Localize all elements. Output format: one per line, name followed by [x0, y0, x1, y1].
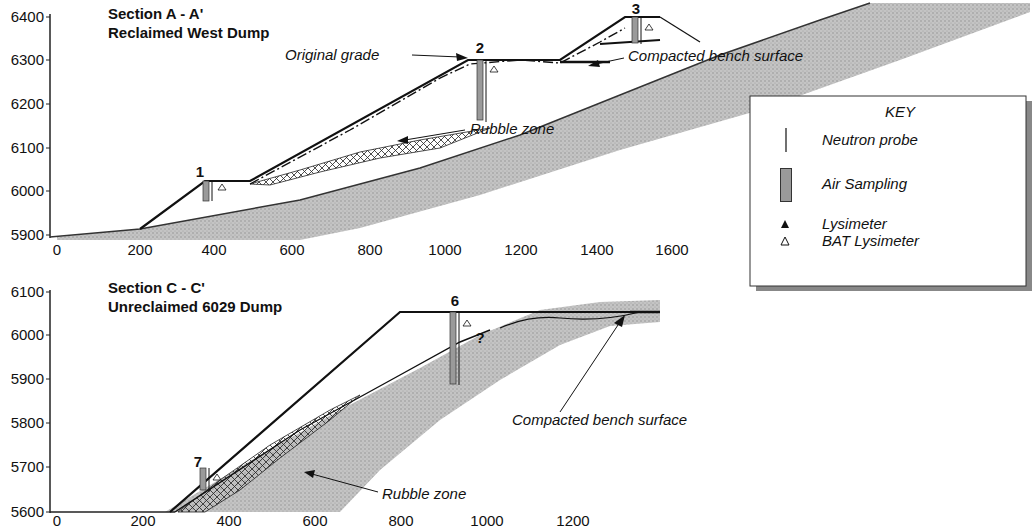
axis-value: 5900 — [11, 227, 44, 244]
bedrock — [165, 300, 660, 512]
axis-value: 600 — [279, 242, 304, 259]
axis-value: 400 — [201, 242, 226, 259]
section-title: Unreclaimed 6029 Dump — [108, 299, 282, 316]
annotation: Rubble zone — [382, 486, 466, 503]
axis-value: 1200 — [504, 242, 537, 259]
legend-text: Air Sampling — [822, 176, 907, 193]
callout-number: 2 — [476, 40, 484, 57]
legend-sample — [785, 128, 786, 152]
axis-value: 1400 — [580, 242, 613, 259]
axis-value: 800 — [357, 242, 382, 259]
axis-value: 800 — [388, 513, 413, 529]
axis-value: 6100 — [11, 284, 44, 301]
annotation: Original grade — [285, 47, 379, 64]
legend-sample — [781, 237, 789, 245]
axis-value: 6100 — [11, 140, 44, 157]
axis-value: 200 — [130, 513, 155, 529]
legend-text: BAT Lysimeter — [822, 233, 919, 250]
section-title: Reclaimed West Dump — [108, 25, 269, 42]
axis-value: 5800 — [11, 415, 44, 432]
legend-sample — [781, 220, 789, 228]
legend-text: Neutron probe — [822, 132, 918, 149]
axis-value: 600 — [302, 513, 327, 529]
axis-value: 6000 — [11, 327, 44, 344]
axis-value: 5900 — [11, 371, 44, 388]
axis-value: 6400 — [11, 9, 44, 26]
axis-value: 0 — [53, 513, 61, 529]
axis-value: 1600 — [655, 242, 688, 259]
callout-number: 7 — [194, 454, 202, 471]
axis-value: 200 — [127, 242, 152, 259]
legend-box — [750, 96, 1026, 286]
callout-number: 6 — [451, 293, 459, 310]
axis-value: 0 — [53, 242, 61, 259]
rubble-zone — [250, 128, 490, 185]
axis-value: 1000 — [470, 513, 503, 529]
axis-value: 6000 — [11, 183, 44, 200]
annotation: KEY — [885, 104, 915, 121]
dump-outline — [140, 17, 660, 229]
annotation: Compacted bench surface — [628, 48, 803, 65]
axis-value: 1000 — [428, 242, 461, 259]
axis-value: 5700 — [11, 459, 44, 476]
axis-value: 6300 — [11, 52, 44, 69]
axis — [49, 14, 51, 238]
legend-text: Lysimeter — [822, 216, 887, 233]
axis-value: 5600 — [11, 504, 44, 521]
annotation: Compacted bench surface — [512, 412, 687, 429]
legend-swatch — [780, 168, 792, 202]
callout-number: 1 — [196, 164, 204, 181]
axis-value: 400 — [216, 513, 241, 529]
callout-number: ? — [475, 330, 484, 347]
callout-number: 3 — [632, 1, 640, 18]
original-grade — [250, 28, 625, 184]
section-title: Section C - C' — [108, 280, 205, 297]
section-title: Section A - A' — [108, 6, 203, 23]
axis-value: 1200 — [556, 513, 589, 529]
annotation: Rubble zone — [470, 121, 554, 138]
axis-value: 6200 — [11, 96, 44, 113]
